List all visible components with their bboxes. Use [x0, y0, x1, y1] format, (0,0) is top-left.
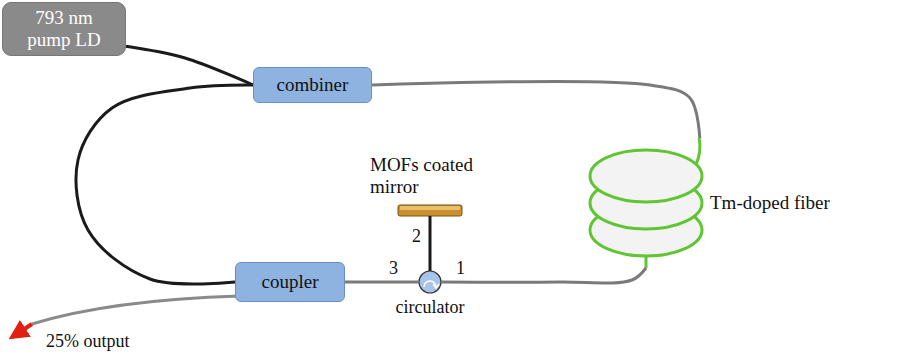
- output-arrow: [12, 324, 32, 337]
- fiber-connector: [429, 216, 432, 271]
- output-fiber: [32, 296, 240, 324]
- fiber-connector: [345, 281, 419, 284]
- mirror-disc: [398, 205, 462, 216]
- circulator: circulator: [419, 271, 441, 293]
- node-label: 793 nm pump LD: [16, 7, 112, 51]
- fiber-connector: [372, 81, 700, 138]
- node-label: Tm-doped fiber: [710, 192, 880, 214]
- node-label: combiner: [277, 74, 349, 96]
- node-label: MOFs coated mirror: [370, 154, 490, 198]
- fiber-lead: [645, 256, 648, 268]
- fiber-connector: [126, 46, 253, 85]
- circulator-symbol: [419, 271, 441, 293]
- fiber-connector: [76, 85, 253, 284]
- node-label: coupler: [262, 271, 319, 293]
- fiber-coil: Tm-doped fiber: [590, 138, 702, 268]
- fiber-connector: [441, 268, 646, 283]
- port-number: 1: [456, 258, 465, 279]
- fiber-coil: [590, 150, 702, 256]
- port-number: 2: [412, 226, 421, 247]
- port-number: 3: [389, 258, 398, 279]
- fiber-lead: [696, 138, 700, 165]
- laser-diode-box: 793 nm pump LD: [2, 2, 126, 56]
- coupler-box: coupler: [235, 262, 345, 302]
- combiner-box: combiner: [253, 67, 372, 103]
- node-label: circulator: [380, 297, 480, 318]
- output-label: 25% output: [46, 331, 130, 352]
- mirror: MOFs coated mirror: [398, 205, 462, 216]
